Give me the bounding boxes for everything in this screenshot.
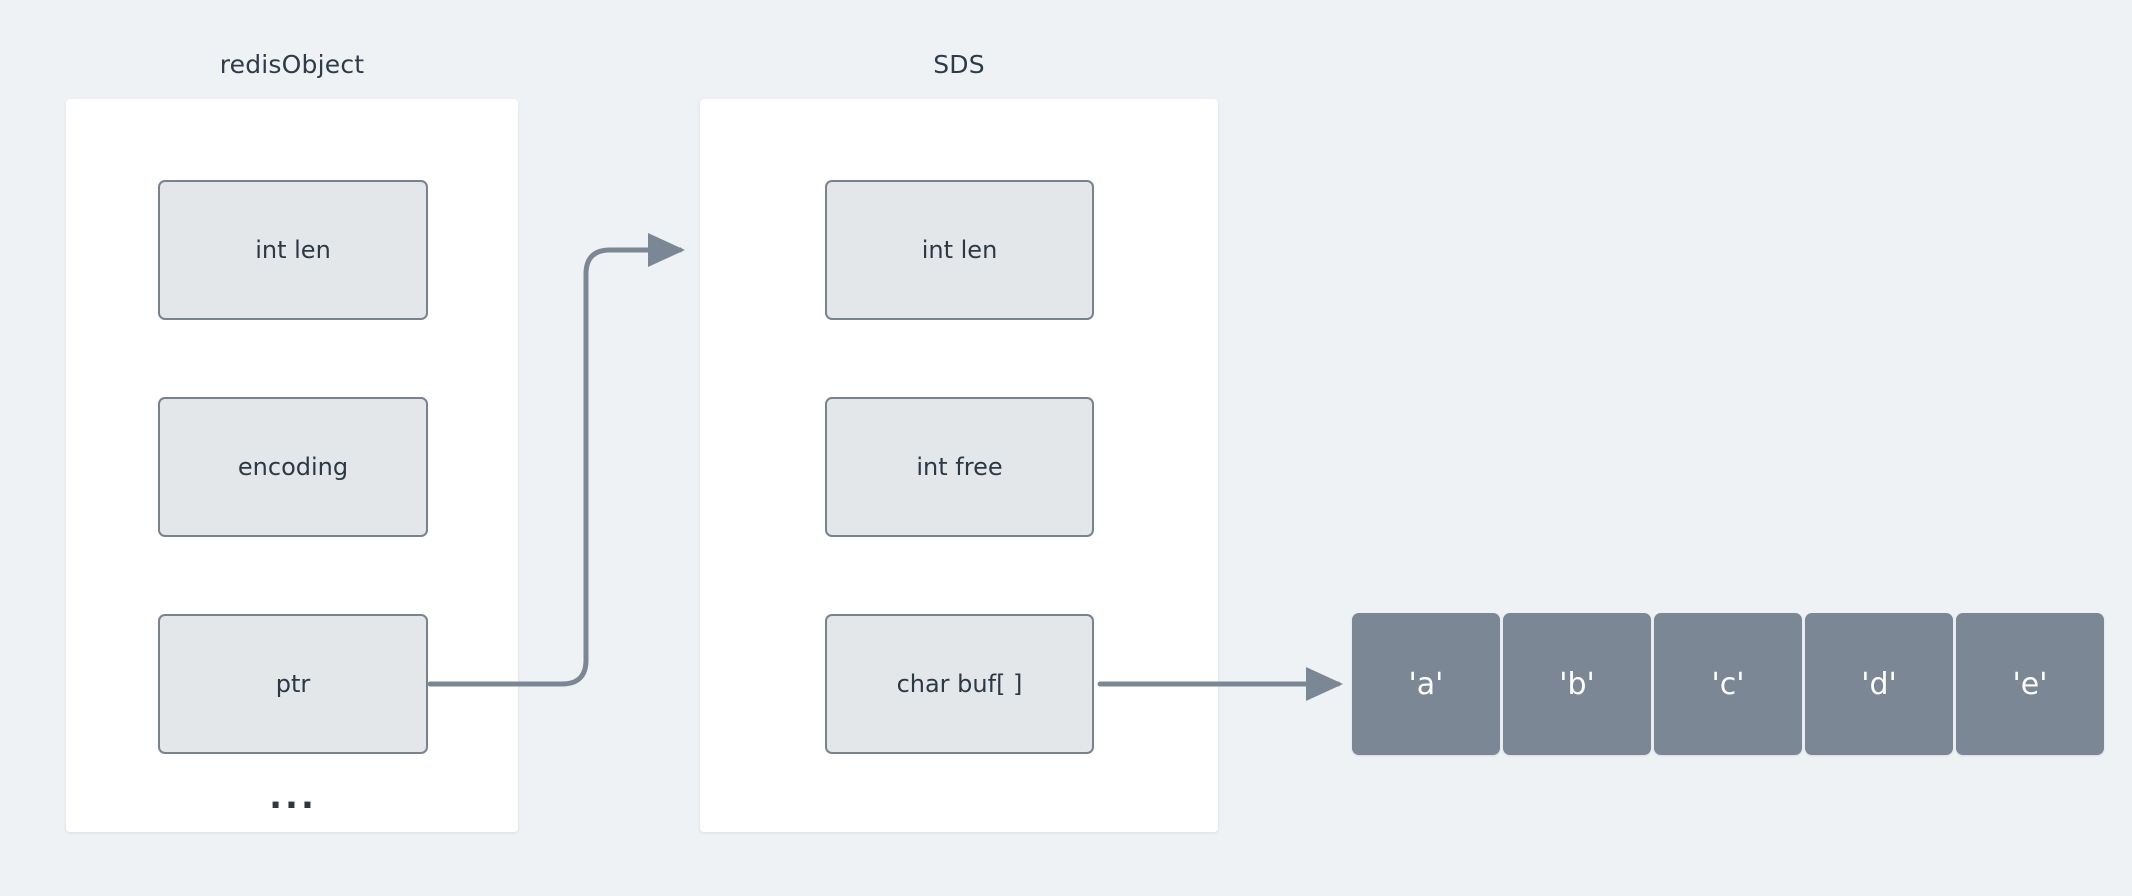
field-redisobject-encoding[interactable]: encoding: [158, 397, 428, 537]
field-label: int free: [916, 453, 1003, 481]
char-cell-label: 'b': [1559, 666, 1595, 702]
field-sds-int-len[interactable]: int len: [825, 180, 1094, 320]
field-redisobject-int-len[interactable]: int len: [158, 180, 428, 320]
struct-ellipsis-redisobject: ...: [269, 777, 317, 817]
char-cell-label: 'd': [1861, 666, 1897, 702]
char-cell-1[interactable]: 'b': [1503, 613, 1651, 755]
char-cell-label: 'a': [1408, 666, 1444, 702]
char-cell-4[interactable]: 'e': [1956, 613, 2104, 755]
char-cell-label: 'e': [2012, 666, 2048, 702]
char-cell-0[interactable]: 'a': [1352, 613, 1500, 755]
field-label: int len: [255, 236, 331, 264]
field-label: char buf[ ]: [896, 670, 1023, 698]
struct-panel-redisobject: int len encoding ptr ...: [66, 99, 518, 832]
char-cell-label: 'c': [1711, 666, 1745, 702]
field-label: encoding: [237, 453, 349, 481]
field-label: int len: [921, 236, 998, 264]
field-sds-char-buf[interactable]: char buf[ ]: [825, 614, 1094, 754]
struct-title-sds: SDS: [933, 50, 985, 79]
char-cell-3[interactable]: 'd': [1805, 613, 1953, 755]
char-cell-2[interactable]: 'c': [1654, 613, 1802, 755]
struct-panel-sds: int len int free char buf[ ]: [700, 99, 1218, 832]
field-sds-int-free[interactable]: int free: [825, 397, 1094, 537]
field-redisobject-ptr[interactable]: ptr: [158, 614, 428, 754]
struct-title-redisobject: redisObject: [219, 50, 365, 79]
field-label: ptr: [275, 670, 311, 698]
